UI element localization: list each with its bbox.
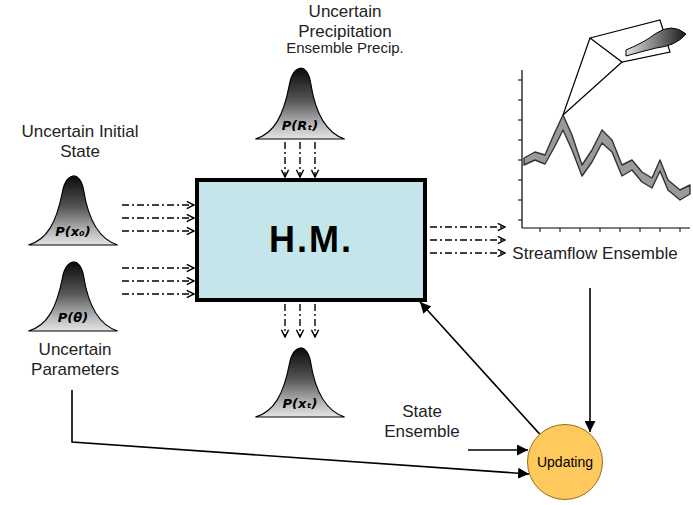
annotation-label: Ensemble Precip. (255, 38, 435, 58)
hydrograph (518, 70, 690, 232)
model-box: H.M. (195, 178, 427, 302)
annotation-label: Streamflow Ensemble (512, 244, 678, 264)
connector-line (122, 293, 194, 294)
connector-line (284, 142, 285, 177)
connector-line (122, 230, 194, 231)
distribution-shape: P(θ) (26, 252, 120, 332)
annotation-label: State Ensemble (372, 402, 472, 442)
connector-line (122, 280, 194, 281)
connector-line (122, 217, 194, 218)
connector-line (284, 304, 285, 337)
distribution-shape: P(xₜ) (253, 338, 347, 418)
update-label: Updating (537, 454, 593, 470)
connector (285, 142, 315, 177)
feedback-arrow (589, 288, 591, 432)
connector-line (122, 267, 194, 268)
connector-line (299, 142, 300, 177)
distribution-label: P(Rₜ) (253, 118, 347, 133)
connector (122, 205, 194, 231)
connector-line (122, 204, 194, 205)
distribution-label: P(x₀) (26, 224, 120, 239)
annotation-label: Uncertain Precipitation (265, 2, 425, 42)
zoom-callout (563, 20, 686, 115)
connector-line (314, 304, 315, 337)
state-arrow (468, 449, 528, 451)
distribution-shape: P(x₀) (26, 166, 120, 246)
connector (122, 268, 194, 294)
annotation-label: Uncertain Initial State (5, 122, 155, 162)
update-circle: Updating (527, 424, 603, 500)
parameter-line (72, 390, 529, 474)
annotation-label: Uncertain Parameters (5, 340, 145, 380)
model-title: H.M. (269, 219, 353, 261)
connector-line (299, 304, 300, 337)
connector-line (314, 142, 315, 177)
output-arrows (430, 227, 505, 253)
distribution-label: P(xₜ) (253, 396, 347, 411)
connector (285, 304, 315, 337)
distribution-label: P(θ) (26, 310, 120, 325)
distribution-shape: P(Rₜ) (253, 58, 347, 140)
